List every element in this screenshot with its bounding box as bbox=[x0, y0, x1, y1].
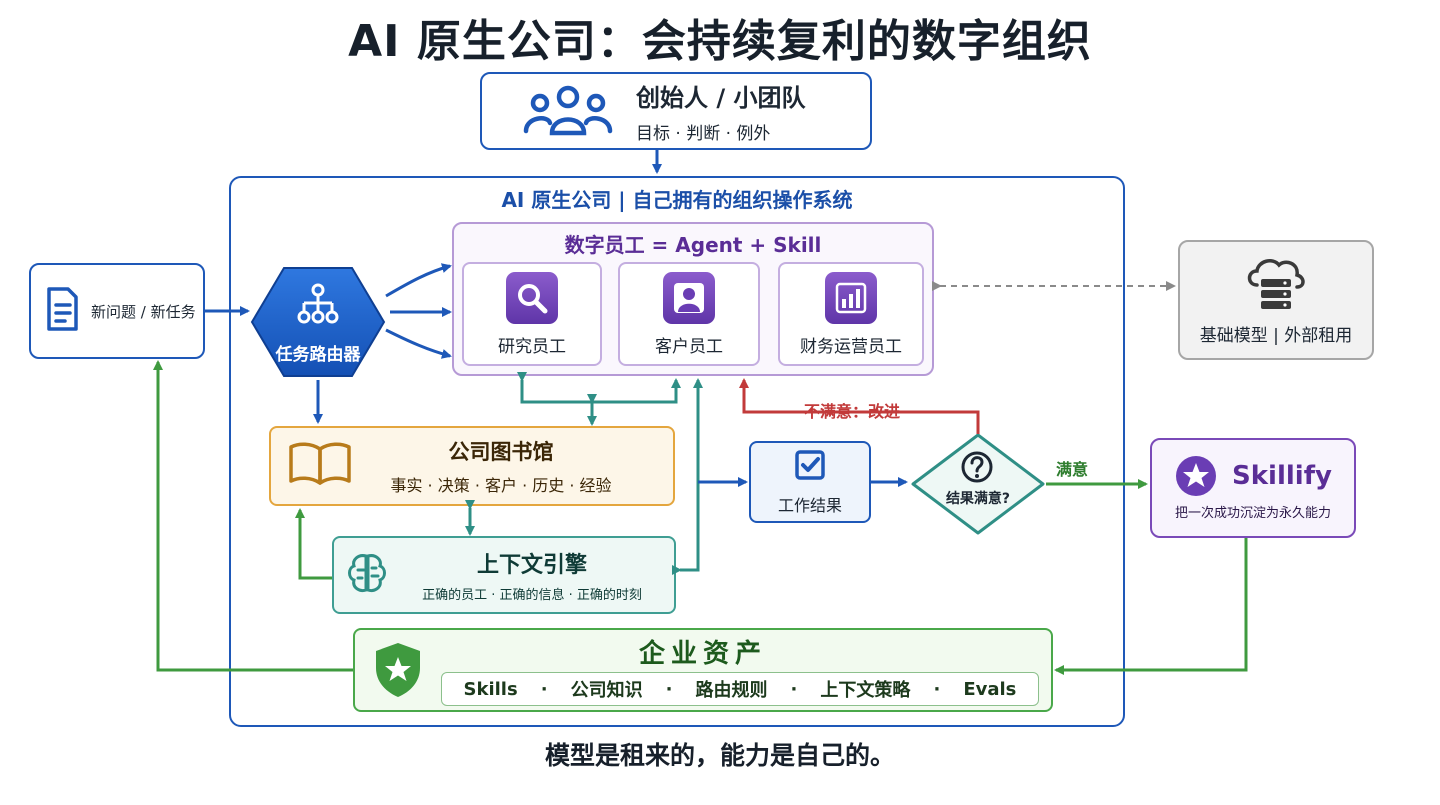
employee-card-research: 研究员工 bbox=[462, 262, 602, 366]
bar-chart-icon bbox=[825, 271, 877, 324]
checkbox-icon bbox=[793, 448, 827, 486]
question-icon bbox=[960, 450, 994, 484]
foundation-model-box: 基础模型 | 外部租用 bbox=[1178, 240, 1374, 360]
open-book-icon bbox=[287, 441, 353, 491]
founder-title: 创始人 / 小团队 bbox=[636, 84, 806, 112]
hierarchy-icon bbox=[296, 283, 340, 327]
page-title: AI 原生公司：会持续复利的数字组织 bbox=[348, 16, 1092, 67]
foundation-model-label: 基础模型 | 外部租用 bbox=[1199, 325, 1353, 346]
magnifier-icon bbox=[506, 271, 558, 324]
separator-dot: · bbox=[933, 678, 941, 700]
employee-label: 客户员工 bbox=[655, 336, 723, 357]
asset-item: 公司知识 bbox=[570, 680, 643, 701]
separator-dot: · bbox=[665, 678, 673, 700]
star-badge-icon bbox=[1174, 454, 1218, 498]
person-icon bbox=[663, 271, 715, 324]
enterprise-assets-list: Skills · 公司知识 · 路由规则 · 上下文策略 · Evals bbox=[441, 672, 1039, 706]
employee-title: 数字员工 = Agent + Skill bbox=[564, 232, 822, 257]
router-label: 任务路由器 bbox=[275, 345, 361, 365]
asset-item: Skills bbox=[463, 678, 518, 700]
library-subtitle: 事实 · 决策 · 客户 · 历史 · 经验 bbox=[390, 476, 612, 495]
edge-label-satisfied: 满意 bbox=[1056, 460, 1089, 479]
employee-card-customer: 客户员工 bbox=[618, 262, 760, 366]
skillify-subtitle: 把一次成功沉淀为永久能力 bbox=[1174, 506, 1331, 521]
employee-label: 研究员工 bbox=[498, 336, 566, 357]
brain-icon bbox=[344, 550, 390, 600]
decision-label: 结果满意? bbox=[945, 491, 1011, 507]
context-engine-subtitle: 正确的员工 · 正确的信息 · 正确的时刻 bbox=[422, 588, 642, 603]
document-icon bbox=[45, 286, 79, 336]
work-result-box: 工作结果 bbox=[749, 441, 871, 523]
shield-star-icon bbox=[372, 640, 424, 700]
separator-dot: · bbox=[790, 678, 798, 700]
employee-card-finance: 财务运营员工 bbox=[778, 262, 924, 366]
employee-label: 财务运营员工 bbox=[800, 336, 902, 357]
decision-diamond bbox=[910, 432, 1046, 536]
input-box: 新问题 / 新任务 bbox=[29, 263, 205, 359]
work-result-label: 工作结果 bbox=[777, 496, 842, 515]
skillify-box: Skillify 把一次成功沉淀为永久能力 bbox=[1150, 438, 1356, 538]
asset-item: 上下文策略 bbox=[820, 680, 911, 701]
context-engine-title: 上下文引擎 bbox=[476, 553, 587, 578]
cloud-server-icon bbox=[1243, 255, 1309, 315]
separator-dot: · bbox=[540, 678, 548, 700]
enterprise-assets-title: 企业资产 bbox=[638, 638, 767, 669]
asset-item: Evals bbox=[963, 678, 1017, 700]
footer-slogan: 模型是租来的，能力是自己的。 bbox=[544, 741, 895, 770]
asset-item: 路由规则 bbox=[695, 680, 768, 701]
skillify-name: Skillify bbox=[1232, 461, 1332, 491]
edge-label-not-satisfied: 不满意：改进 bbox=[804, 402, 901, 421]
library-box: 公司图书馆 事实 · 决策 · 客户 · 历史 · 经验 bbox=[269, 426, 675, 506]
library-title: 公司图书馆 bbox=[448, 440, 554, 464]
context-engine-box: 上下文引擎 正确的员工 · 正确的信息 · 正确的时刻 bbox=[332, 536, 676, 614]
people-group-icon bbox=[520, 83, 616, 139]
org-title: AI 原生公司 | 自己拥有的组织操作系统 bbox=[501, 187, 853, 212]
input-label: 新问题 / 新任务 bbox=[91, 302, 196, 321]
founder-box: 创始人 / 小团队 目标 · 判断 · 例外 bbox=[480, 72, 872, 150]
founder-subtitle: 目标 · 判断 · 例外 bbox=[636, 124, 771, 144]
